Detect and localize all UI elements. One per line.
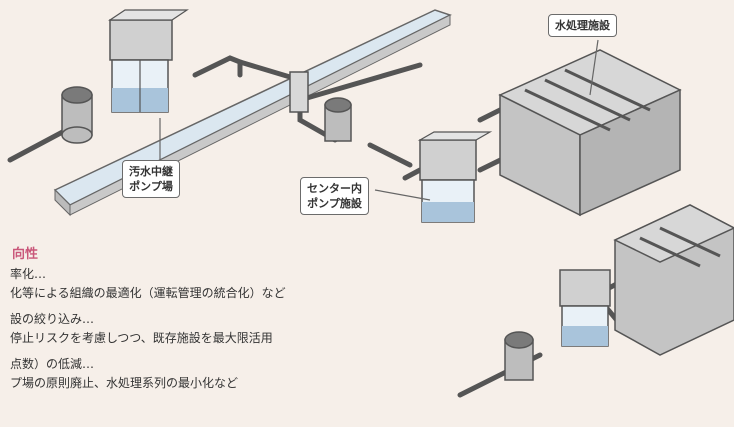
policy-item: 停止リスクを考慮しつつ、既存施設を最大限活用 (10, 331, 273, 345)
label-water-treatment: 水処理施設 (548, 14, 617, 37)
policy-heading: 向性 (12, 247, 39, 262)
lower-tank-icon (504, 331, 534, 381)
label-center-pump: センター内 ポンプ施設 (300, 177, 369, 215)
policy-item: 化等による組織の最適化（運転管理の統合化）など (10, 286, 286, 300)
center-tank-icon (324, 97, 352, 142)
left-tank-icon (61, 86, 93, 144)
label-relay-pump-line2: ポンプ場 (129, 180, 173, 193)
water-treatment-facility-icon (498, 49, 682, 217)
lower-pump-icon (559, 269, 611, 347)
label-water-treatment-text: 水処理施設 (555, 19, 610, 32)
policy-item: 点数）の低減… (10, 357, 95, 371)
callout-leaders (159, 39, 599, 201)
label-relay-pump: 汚水中継 ポンプ場 (122, 160, 180, 198)
center-pump-facility-icon (417, 131, 493, 223)
label-center-pump-line1: センター内 (307, 182, 362, 195)
policy-item: 設の絞り込み… (10, 312, 95, 326)
label-center-pump-line2: ポンプ施設 (307, 197, 362, 210)
lower-facility-icon (613, 204, 734, 356)
channel-vault (289, 71, 309, 113)
policy-item: 率化… (10, 267, 47, 281)
relay-pump-station-icon (108, 9, 189, 113)
label-relay-pump-line1: 汚水中継 (129, 165, 173, 178)
policy-item: プ場の原則廃止、水処理系列の最小化など (10, 376, 239, 390)
